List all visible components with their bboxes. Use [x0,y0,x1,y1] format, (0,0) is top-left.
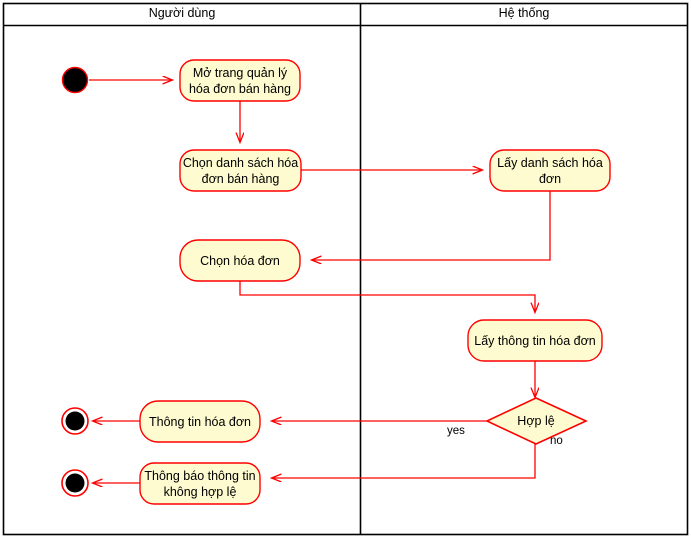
lane-title-system: Hệ thống [498,6,550,20]
node-choose-list [179,149,302,192]
node-get-info [467,319,603,362]
node-choose-invoice [179,239,301,282]
node-invoice-info [139,400,261,443]
node-invalid-notice [139,462,261,505]
edge-valid-no-to-invalid-notice [272,444,536,478]
node-end-invalid [61,469,89,497]
lane-title-user: Người dùng [148,6,216,20]
edge-choose-invoice-to-get-info [239,281,535,312]
edge-label-no: no [550,435,563,447]
edge-get-list-to-choose-invoice [312,191,551,260]
node-get-list [489,149,611,192]
node-valid-decision [485,397,588,445]
node-start [61,66,89,94]
node-open-page [179,59,301,102]
edge-label-yes: yes [447,425,465,437]
node-end-valid [61,407,89,435]
